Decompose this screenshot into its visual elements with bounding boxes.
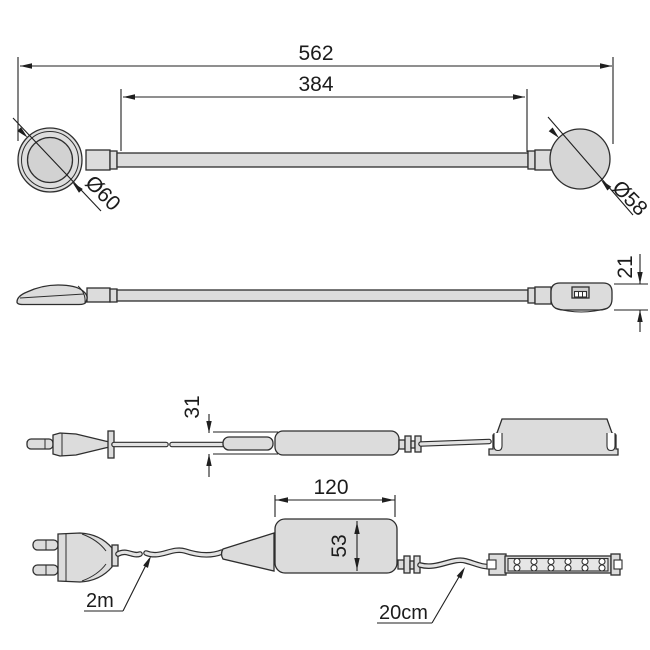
note-20cm: 20cm (377, 565, 468, 624)
arm-tube (116, 152, 529, 168)
arm-sleeve (534, 286, 552, 305)
dim-562-label: 562 (298, 42, 333, 65)
lamp-head-left-side (16, 284, 88, 306)
mounting-bracket-side (488, 418, 619, 456)
top-view: 562 384 Ø60 Ø58 (12, 42, 650, 221)
lamp-body-right-side (550, 282, 613, 313)
arm-band (527, 287, 536, 304)
dim-31-label: 31 (181, 395, 204, 418)
driver-body-top (274, 518, 398, 574)
adapter-top-view: 120 53 (32, 476, 623, 624)
power-plug-side (26, 430, 115, 459)
lamp-head-right-top: Ø58 (547, 116, 650, 221)
note-2m-label: 2m (86, 590, 114, 612)
note-20cm-label: 20cm (379, 602, 428, 624)
side-view: 21 (16, 254, 648, 332)
note-2m: 2m (84, 554, 154, 612)
dim-384-label: 384 (298, 73, 333, 96)
power-plug-top (32, 532, 119, 583)
dc-connector-side (398, 435, 422, 453)
diameter-leader (547, 116, 634, 216)
led-strip-top (486, 553, 623, 576)
dc-connector-top (397, 555, 421, 574)
arm-sleeve (85, 149, 111, 171)
dim-53: 53 (328, 521, 360, 571)
arm-band (109, 150, 118, 170)
adapter-side-view: 31 (26, 395, 619, 477)
arm-sleeve (86, 287, 111, 303)
dim-21: 21 (614, 254, 648, 332)
led-dots (513, 557, 606, 572)
driver-body-side (274, 430, 400, 456)
arm-tube (116, 289, 529, 302)
dim-53-label: 53 (328, 534, 351, 557)
dim-120: 120 (274, 476, 396, 517)
dim-120-label: 120 (313, 476, 348, 499)
dim-d58-label: Ø58 (607, 176, 650, 220)
lamp-arm-top (85, 149, 553, 171)
strain-relief (220, 532, 275, 572)
switch-slider (573, 290, 588, 298)
dim-21-label: 21 (614, 255, 637, 278)
dim-31: 31 (181, 395, 278, 477)
arm-band (527, 150, 536, 170)
dim-d60-label: Ø60 (80, 171, 124, 215)
diameter-leader (12, 117, 102, 212)
cable-sleeve (222, 436, 274, 451)
arm-band (109, 288, 118, 303)
lamp-arm-side (86, 286, 552, 305)
